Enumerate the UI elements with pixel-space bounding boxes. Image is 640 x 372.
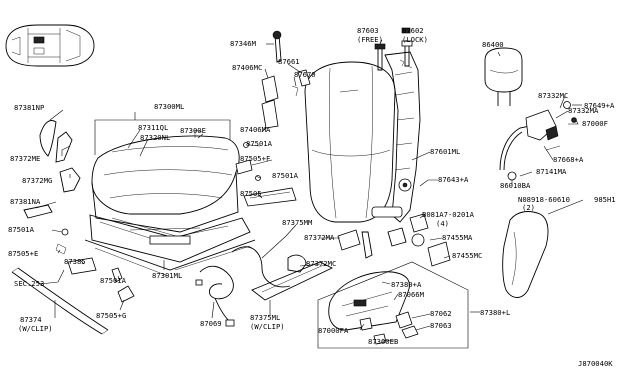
part-label-87311QL[interactable]: 87311QL bbox=[138, 123, 168, 132]
part-label-87501A-left[interactable]: 87501A bbox=[8, 225, 35, 234]
part-label-87501A-center[interactable]: 87501A bbox=[246, 139, 273, 148]
part-label-87643A[interactable]: 87643+A bbox=[438, 175, 469, 184]
part-note-87603: (FREE) bbox=[357, 35, 383, 44]
part-label-87000F[interactable]: 87000F bbox=[582, 119, 608, 128]
seat-back-cover bbox=[304, 61, 396, 223]
part-label-87332MC[interactable]: 87332MC bbox=[538, 91, 568, 100]
part-label-87372MG[interactable]: 87372MG bbox=[22, 176, 52, 185]
power-switch-assembly bbox=[317, 261, 469, 349]
center-small-parts bbox=[235, 30, 311, 207]
vehicle-thumbnail bbox=[5, 24, 95, 67]
part-label-87375MM[interactable]: 87375MM bbox=[282, 218, 313, 227]
part-note-87374: (W/CLIP) bbox=[18, 324, 53, 333]
part-label-87380A[interactable]: 87380+A bbox=[391, 280, 422, 289]
part-label-87455MA[interactable]: 87455MA bbox=[442, 233, 473, 242]
part-label-87455MC[interactable]: 87455MC bbox=[452, 251, 482, 260]
part-label-87381NP[interactable]: 87381NP bbox=[14, 103, 44, 112]
side-trim-part bbox=[23, 120, 81, 219]
trim-strip-87374 bbox=[11, 267, 109, 335]
seat-adjust-knob bbox=[194, 129, 203, 138]
part-label-87300E[interactable]: 87300E bbox=[180, 126, 206, 135]
part-label-87063[interactable]: 87063 bbox=[430, 321, 452, 330]
part-label-86010BA[interactable]: 86010BA bbox=[500, 181, 531, 190]
part-label-87141MA[interactable]: 87141MA bbox=[536, 167, 567, 176]
side-shield-985H1 bbox=[502, 211, 549, 298]
part-label-87000FA[interactable]: 87000FA bbox=[318, 326, 349, 335]
part-qty-N08918: (2) bbox=[522, 203, 535, 212]
part-label-87300EB[interactable]: 87300EB bbox=[368, 337, 398, 346]
part-label-87649A[interactable]: 87649+A bbox=[584, 101, 615, 110]
part-label-N08918-60610[interactable]: N08918-60610 bbox=[518, 195, 570, 204]
small-cover-part bbox=[55, 228, 135, 303]
part-label-87372MC[interactable]: 87372MC bbox=[306, 259, 336, 268]
part-label-87661[interactable]: 87661 bbox=[278, 57, 300, 66]
leader-lines bbox=[35, 39, 584, 342]
headrest-guides bbox=[374, 27, 413, 71]
headrest bbox=[484, 47, 523, 106]
part-label-B081A7-0201A[interactable]: B081A7-0201A bbox=[422, 210, 475, 219]
part-label-87668A[interactable]: 87668+A bbox=[553, 155, 584, 164]
seat-cushion-frame bbox=[84, 214, 256, 277]
part-label-87603[interactable]: 87603 bbox=[357, 26, 379, 35]
part-label-87406MC[interactable]: 87406MC bbox=[232, 63, 262, 72]
lumbar-pad bbox=[371, 206, 403, 218]
part-label-87069[interactable]: 87069 bbox=[200, 319, 222, 328]
part-label-87332MA[interactable]: 87332MA bbox=[568, 106, 599, 115]
part-label-87374[interactable]: 87374 bbox=[20, 315, 42, 324]
diagram-code: J870040K bbox=[578, 359, 613, 368]
part-label-87501A-bottom[interactable]: 87501A bbox=[100, 276, 127, 285]
part-label-87062[interactable]: 87062 bbox=[430, 309, 452, 318]
back-trim-parts bbox=[287, 229, 373, 273]
part-label-86400[interactable]: 86400 bbox=[482, 40, 504, 49]
part-label-87301ML[interactable]: 87301ML bbox=[152, 271, 182, 280]
part-label-87380L[interactable]: 87380+L bbox=[480, 308, 510, 317]
part-label-SEC253[interactable]: SEC.253 bbox=[14, 279, 44, 288]
part-label-87320NL[interactable]: 87320NL bbox=[140, 133, 170, 142]
part-label-87670[interactable]: 87670 bbox=[294, 70, 316, 79]
part-label-87300ML[interactable]: 87300ML bbox=[154, 102, 184, 111]
part-label-87375ML[interactable]: 87375ML bbox=[250, 313, 280, 322]
seat-cushion-cover bbox=[91, 135, 240, 233]
part-labels: 87381NP 87372ME 87372MG 87381NA 87501A 8… bbox=[8, 26, 616, 346]
part-label-87505E[interactable]: 87505+E bbox=[8, 249, 38, 258]
part-label-87601ML[interactable]: 87601ML bbox=[430, 147, 460, 156]
part-label-985H1[interactable]: 985H1 bbox=[594, 195, 616, 204]
part-label-87372ME[interactable]: 87372ME bbox=[10, 154, 40, 163]
part-label-87066M[interactable]: 87066M bbox=[398, 290, 425, 299]
part-label-87501A-mid[interactable]: 87501A bbox=[272, 171, 299, 180]
part-label-87505[interactable]: 87505 bbox=[240, 189, 262, 198]
part-label-87372MA[interactable]: 87372MA bbox=[304, 233, 335, 242]
part-label-87385[interactable]: 87385 bbox=[64, 257, 86, 266]
wire-harness bbox=[195, 246, 291, 327]
part-note-87375ML: (W/CLIP) bbox=[250, 322, 285, 331]
recliner-parts bbox=[387, 213, 451, 267]
part-label-87406MA[interactable]: 87406MA bbox=[240, 125, 271, 134]
seat-belt-buckle bbox=[499, 101, 577, 181]
part-qty-B081A7: (4) bbox=[436, 219, 449, 228]
part-label-87346M[interactable]: 87346M bbox=[230, 39, 257, 48]
seat-back-frame bbox=[384, 51, 421, 223]
part-label-87505G[interactable]: 87505+G bbox=[96, 311, 126, 320]
part-label-87602[interactable]: 87602 bbox=[402, 26, 424, 35]
part-label-87381NA[interactable]: 87381NA bbox=[10, 197, 41, 206]
part-note-87602: (LOCK) bbox=[402, 35, 428, 44]
part-label-87505F[interactable]: 87505+F bbox=[240, 154, 270, 163]
